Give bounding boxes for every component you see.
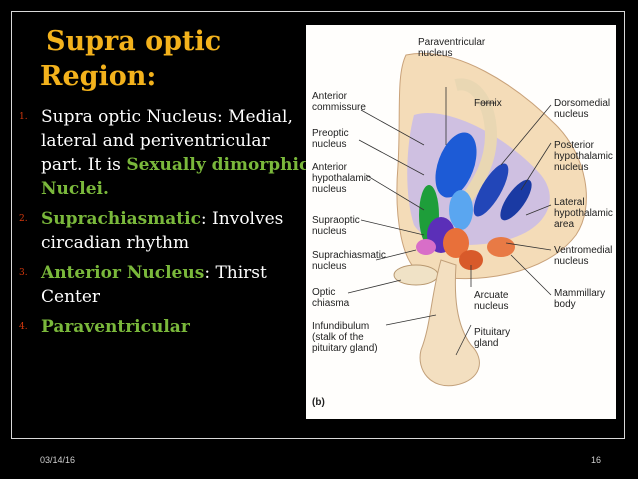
bullet-item: 2. Suprachiasmatic: Involves circadian r… xyxy=(19,207,314,255)
fornix-shape xyxy=(454,78,498,204)
infundibulum-shape xyxy=(419,259,480,387)
bullet-text: : Thirst Center xyxy=(41,263,267,307)
bullet-highlight: Anterior Nucleus xyxy=(41,263,205,283)
suprachiasmatic-shape xyxy=(416,239,436,255)
bullet-list: 1. Supra optic Nucleus: Medial, lateral … xyxy=(19,105,314,345)
ventromedial-shape xyxy=(443,228,469,258)
label-supraoptic: Supraoptic nucleus xyxy=(312,215,360,237)
slide-title: Supra optic Region: xyxy=(40,24,300,94)
diagram-illustration xyxy=(347,53,587,387)
bullet-suffix: . xyxy=(102,179,109,199)
dorsomedial-shape xyxy=(473,163,509,217)
bullet-number: 4. xyxy=(19,322,28,332)
bullet-highlight: Paraventricular xyxy=(41,317,190,337)
label-lateral-hypothalamic: Lateral hypothalamic area xyxy=(554,197,613,230)
label-dorsomedial: Dorsomedial nucleus xyxy=(554,98,611,120)
bullet-text: Supra optic Nucleus: Medial, lateral and… xyxy=(41,107,293,175)
title-line-1: Supra optic xyxy=(46,26,222,57)
posterior-shape xyxy=(500,179,532,221)
label-anterior-commissure: Anterior commissure xyxy=(312,91,366,113)
bullet-highlight: Suprachiasmatic xyxy=(41,209,201,229)
anterior-shape xyxy=(449,190,473,230)
label-mammillary: Mammillary body xyxy=(554,288,606,310)
bullet-text: : Involves circadian rhythm xyxy=(41,209,284,253)
label-infundibulum: Infundibulum (stalk of the pituitary gla… xyxy=(312,321,378,354)
bullet-item: 3. Anterior Nucleus: Thirst Center xyxy=(19,261,314,309)
bullet-item: 4. Paraventricular xyxy=(19,315,314,339)
label-posterior-hypothalamic: Posterior hypothalamic nucleus xyxy=(554,140,613,173)
label-fornix: Fornix xyxy=(474,98,502,109)
footer-date: 03/14/16 xyxy=(40,455,76,465)
footer-page-number: 16 xyxy=(591,455,602,465)
label-ventromedial: Ventromedial nucleus xyxy=(554,245,613,267)
slide-border xyxy=(11,11,625,439)
bullet-number: 2. xyxy=(19,214,28,224)
label-anterior-hypothalamic: Anterior hypothalamic nucleus xyxy=(312,162,371,195)
bullet-number: 1. xyxy=(19,112,28,122)
label-paraventricular: Paraventricular nucleus xyxy=(418,37,486,59)
leader-lines xyxy=(347,87,552,356)
optic-chiasma-shape xyxy=(393,264,439,286)
panel-tag: (b) xyxy=(312,397,325,408)
label-arcuate: Arcuate nucleus xyxy=(474,290,509,312)
bullet-number: 3. xyxy=(19,268,28,278)
label-suprachiasmatic: Suprachiasmatic nucleus xyxy=(312,250,386,272)
arcuate-shape xyxy=(459,250,483,270)
bullet-item: 1. Supra optic Nucleus: Medial, lateral … xyxy=(19,105,314,201)
bullet-highlight: Sexually dimorphic Nuclei xyxy=(41,155,310,199)
hypothalamus-diagram: Paraventricular nucleus Anterior commiss… xyxy=(306,25,616,419)
label-pituitary: Pituitary gland xyxy=(474,327,511,349)
label-preoptic: Preoptic nucleus xyxy=(312,128,349,150)
label-optic-chiasma: Optic chiasma xyxy=(312,287,350,309)
title-line-2: Region: xyxy=(40,61,157,92)
mammillary-shape xyxy=(487,237,515,257)
paraventricular-shape xyxy=(435,132,477,198)
